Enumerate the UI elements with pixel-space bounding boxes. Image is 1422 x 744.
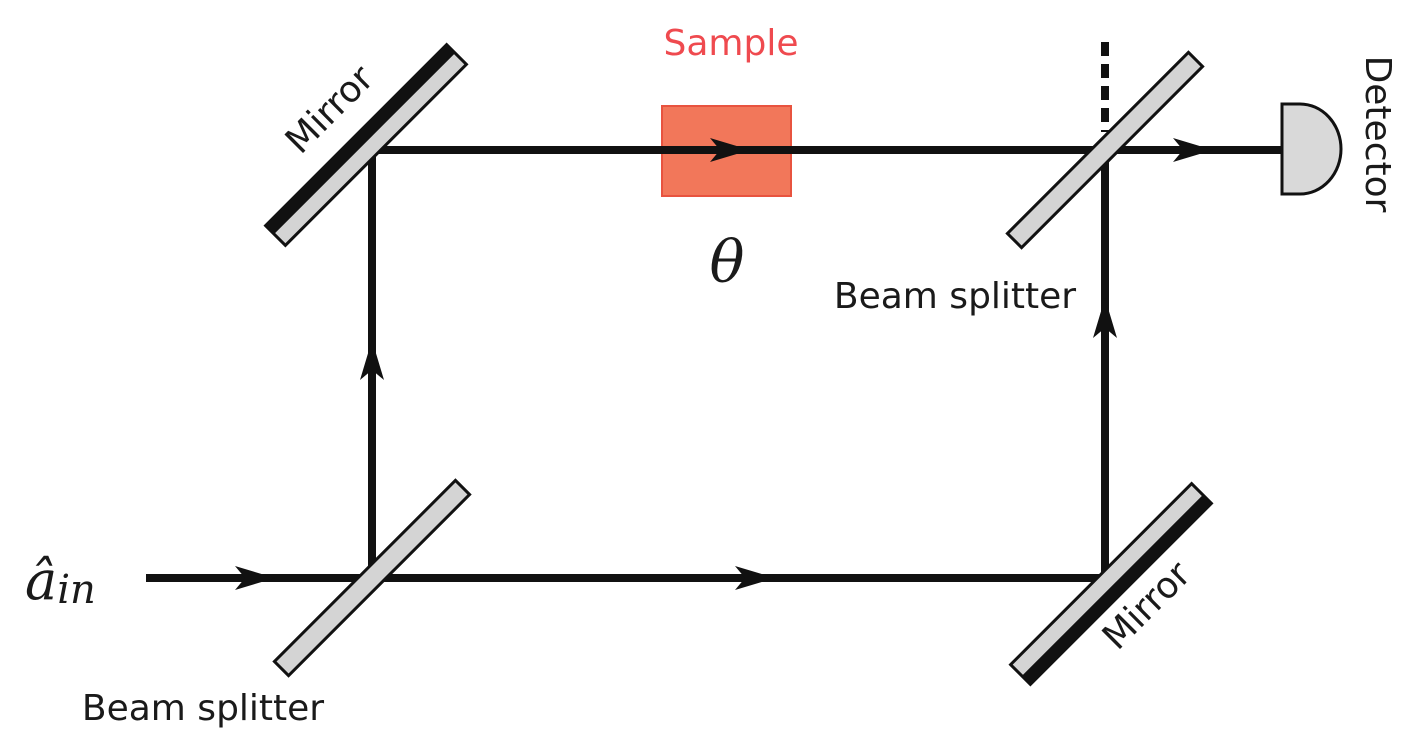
beam-splitter-bottom bbox=[272, 478, 472, 678]
theta-label: θ bbox=[710, 228, 745, 296]
beam-splitter-top bbox=[1005, 50, 1205, 250]
detector-label: Detector bbox=[1357, 56, 1398, 213]
beam-splitter-bottom-label: Beam splitter bbox=[82, 688, 324, 729]
mirror-top bbox=[263, 42, 469, 248]
input-field-label: âin bbox=[25, 549, 96, 613]
detector-icon bbox=[1280, 102, 1343, 196]
mirror-bottom bbox=[1008, 481, 1214, 687]
beam-splitter-top-label: Beam splitter bbox=[834, 276, 1076, 317]
input-field-subscript: in bbox=[57, 567, 96, 613]
input-field-symbol: â bbox=[25, 549, 57, 612]
sample-label: Sample bbox=[664, 23, 799, 64]
